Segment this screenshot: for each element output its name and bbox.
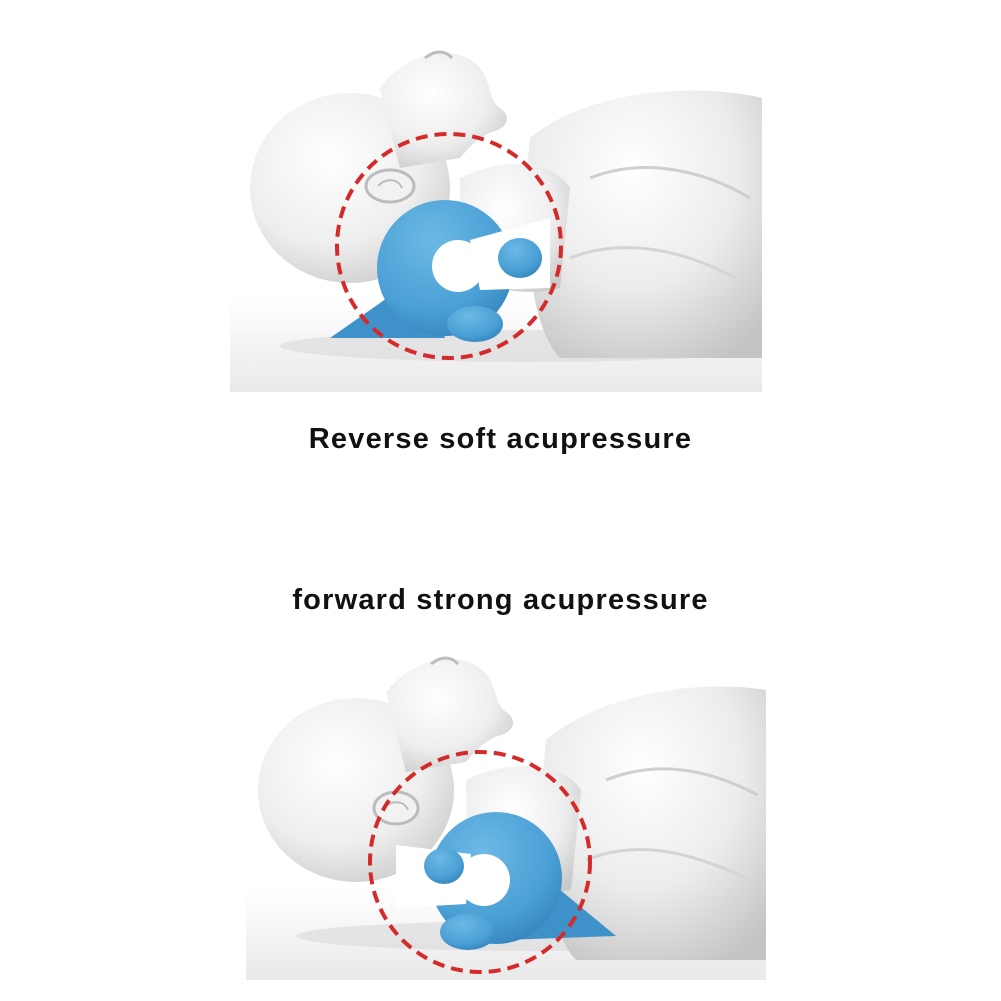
mannequin-face <box>380 52 507 168</box>
caption-forward-strong: forward strong acupressure <box>292 584 709 616</box>
mannequin-face <box>386 659 513 772</box>
photo-reverse-placement <box>230 28 762 392</box>
shoulder-contour <box>589 166 751 200</box>
mannequin-illustration-top <box>230 50 762 392</box>
mannequin-torso <box>526 90 762 358</box>
chest-contour <box>569 246 736 280</box>
ear-contour <box>377 179 403 189</box>
ear-icon <box>364 168 416 204</box>
c-pillow-bottom <box>396 812 562 950</box>
caption-reverse-soft: Reverse soft acupressure <box>308 423 693 455</box>
dashed-circle-icon <box>335 132 563 360</box>
mannequin-torso <box>542 686 766 960</box>
dashed-circle-icon <box>368 750 592 974</box>
nose-contour <box>424 50 454 60</box>
mannequin-illustration-bottom <box>246 656 766 980</box>
c-pillow-top <box>377 200 550 342</box>
shoulder-contour <box>605 767 759 797</box>
photo-forward-placement <box>246 640 766 980</box>
chest-contour <box>585 848 747 880</box>
nose-contour <box>430 656 460 666</box>
